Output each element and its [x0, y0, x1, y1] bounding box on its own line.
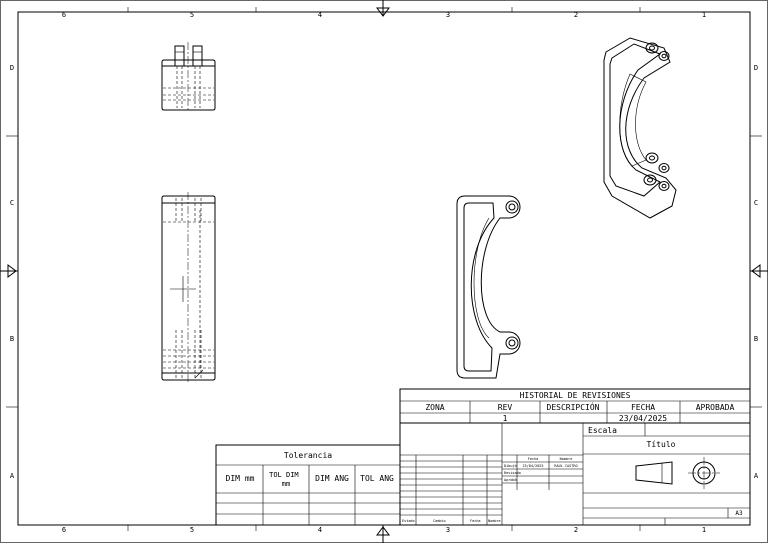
inner-frame [17, 11, 751, 526]
border-ticks [6, 7, 762, 531]
tolerance-title: Tolerancia [284, 451, 332, 460]
rev-header-rev: REV [498, 403, 513, 412]
col-label-bottom: 6 [62, 526, 66, 534]
col-label-top: 1 [702, 11, 706, 19]
row-label-right: D [754, 64, 758, 72]
sig-name-dibujo: RAUL CASTRO [554, 464, 577, 468]
isometric-view [603, 37, 677, 219]
rev-header-zona: ZONA [425, 403, 444, 412]
col-label-top: 2 [574, 11, 578, 19]
revision-title: HISTORIAL DE REVISIONES [520, 391, 631, 400]
sig-role-dibujo: Dibujó [504, 464, 517, 468]
tol-header-dim-ang: DIM ANG [315, 474, 349, 483]
sig-header-fecha: Fecha [528, 457, 539, 461]
sig-role-aprobo: Aprobó [504, 478, 517, 482]
column-labels: 6 5 4 3 2 1 6 5 4 3 2 1 [62, 11, 706, 534]
row-label-left: D [10, 64, 14, 72]
sig-header-nombre: Nombre [560, 457, 573, 461]
bottom-label-cambio: Cambio [433, 519, 446, 523]
bottom-label-estado: Estado [402, 519, 415, 523]
top-view [161, 42, 216, 112]
col-label-top: 4 [318, 11, 322, 19]
col-label-bottom: 5 [190, 526, 194, 534]
escala-label: Escala [588, 426, 617, 435]
col-label-bottom: 2 [574, 526, 578, 534]
sig-role-revisado: Revisado [504, 471, 521, 475]
bottom-label-nombre: Nombre [488, 519, 501, 523]
sheet-size: A3 [735, 510, 743, 517]
side-view [161, 192, 216, 384]
col-label-bottom: 3 [446, 526, 450, 534]
row-labels: D C B A D C B A [10, 64, 759, 480]
titulo-label: Título [647, 440, 676, 449]
title-block: Escala Título A3 Estado Cambio Fecha Nom… [399, 422, 751, 526]
row-label-left: A [10, 472, 15, 480]
col-label-top: 3 [446, 11, 450, 19]
row-label-right: A [754, 472, 759, 480]
rev-cell-rev: 1 [503, 414, 508, 423]
tol-header-tol-dim-line2: mm [282, 480, 290, 488]
sig-date-dibujo: 23/04/2025 [522, 464, 543, 468]
row-label-left: C [10, 199, 14, 207]
tol-header-dim-mm: DIM mm [226, 474, 255, 483]
row-label-right: C [754, 199, 758, 207]
tol-header-tol-dim-line1: TOL DIM [269, 471, 299, 479]
rev-cell-fecha: 23/04/2025 [619, 414, 667, 423]
tol-header-tol-dim-mm: TOL DIM mm [269, 471, 303, 488]
rev-header-fecha: FECHA [631, 403, 655, 412]
col-label-bottom: 4 [318, 526, 322, 534]
col-label-top: 5 [190, 11, 194, 19]
bottom-label-fecha: Fecha [470, 519, 481, 523]
front-view [456, 195, 521, 379]
tol-header-tol-ang: TOL ANG [360, 474, 394, 483]
rev-header-descripcion: DESCRIPCIÓN [547, 401, 600, 412]
revision-history-table: HISTORIAL DE REVISIONES ZONA REV DESCRIP… [399, 388, 751, 424]
row-label-right: B [754, 335, 758, 343]
rev-header-aprobada: APROBADA [696, 403, 735, 412]
col-label-bottom: 1 [702, 526, 706, 534]
col-label-top: 6 [62, 11, 66, 19]
row-label-left: B [10, 335, 14, 343]
tolerance-table: Tolerancia DIM mm TOL DIM mm DIM ANG TOL… [215, 444, 401, 526]
projection-symbol [635, 457, 720, 489]
